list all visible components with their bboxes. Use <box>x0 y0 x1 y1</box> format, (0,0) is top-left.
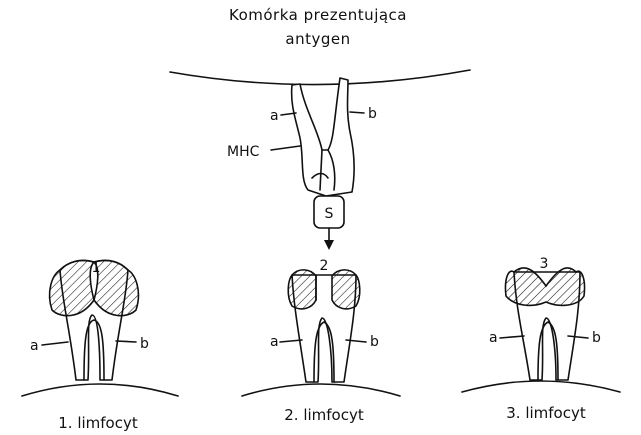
apc-leader-mhc <box>271 146 300 150</box>
apc-label-mhc: MHC <box>227 144 260 160</box>
lymphocyte-1: 1 a b 1. limfocyt <box>22 260 178 432</box>
mhc-molecule <box>292 78 355 196</box>
apc-label-s: S <box>325 206 334 222</box>
apc-membrane <box>170 70 470 85</box>
lymphocyte-2: 2 a b 2. limfocyt <box>242 258 400 424</box>
lymphocyte-2-label-a: a <box>270 334 279 350</box>
lymphocyte-3-label-a: a <box>489 330 498 346</box>
lymphocyte-1-leader-b <box>116 341 136 342</box>
apc-label-a: a <box>270 108 279 124</box>
lymphocyte-3: 3 a b 3. limfocyt <box>462 256 620 422</box>
lymphocyte-1-number: 1 <box>92 260 101 276</box>
apc-title-line1: Komórka prezentująca <box>229 6 407 24</box>
lymphocyte-1-caption: 1. limfocyt <box>58 414 138 432</box>
lymphocyte-1-leader-a <box>42 342 68 345</box>
lymphocyte-2-number: 2 <box>320 258 329 274</box>
antigen-presenting-cell: Komórka prezentująca antygen S a b MHC <box>170 6 470 250</box>
lymphocyte-1-membrane <box>22 384 178 396</box>
lymphocyte-3-leader-a <box>500 336 524 338</box>
apc-title-line2: antygen <box>285 30 350 48</box>
arrow-head <box>324 240 334 250</box>
apc-leader-b <box>350 112 364 113</box>
lymphocyte-2-caption: 2. limfocyt <box>284 406 364 424</box>
lymphocyte-3-label-b: b <box>592 330 601 346</box>
lymphocyte-2-leader-a <box>280 340 302 342</box>
lymphocyte-3-caption: 3. limfocyt <box>506 404 586 422</box>
lymphocyte-3-membrane <box>462 381 620 392</box>
lymphocyte-1-label-b: b <box>140 336 149 352</box>
apc-label-b: b <box>368 106 377 122</box>
lymphocyte-3-number: 3 <box>540 256 549 272</box>
lymphocyte-1-label-a: a <box>30 338 39 354</box>
lymphocyte-2-membrane <box>242 384 400 396</box>
lymphocyte-2-label-b: b <box>370 334 379 350</box>
